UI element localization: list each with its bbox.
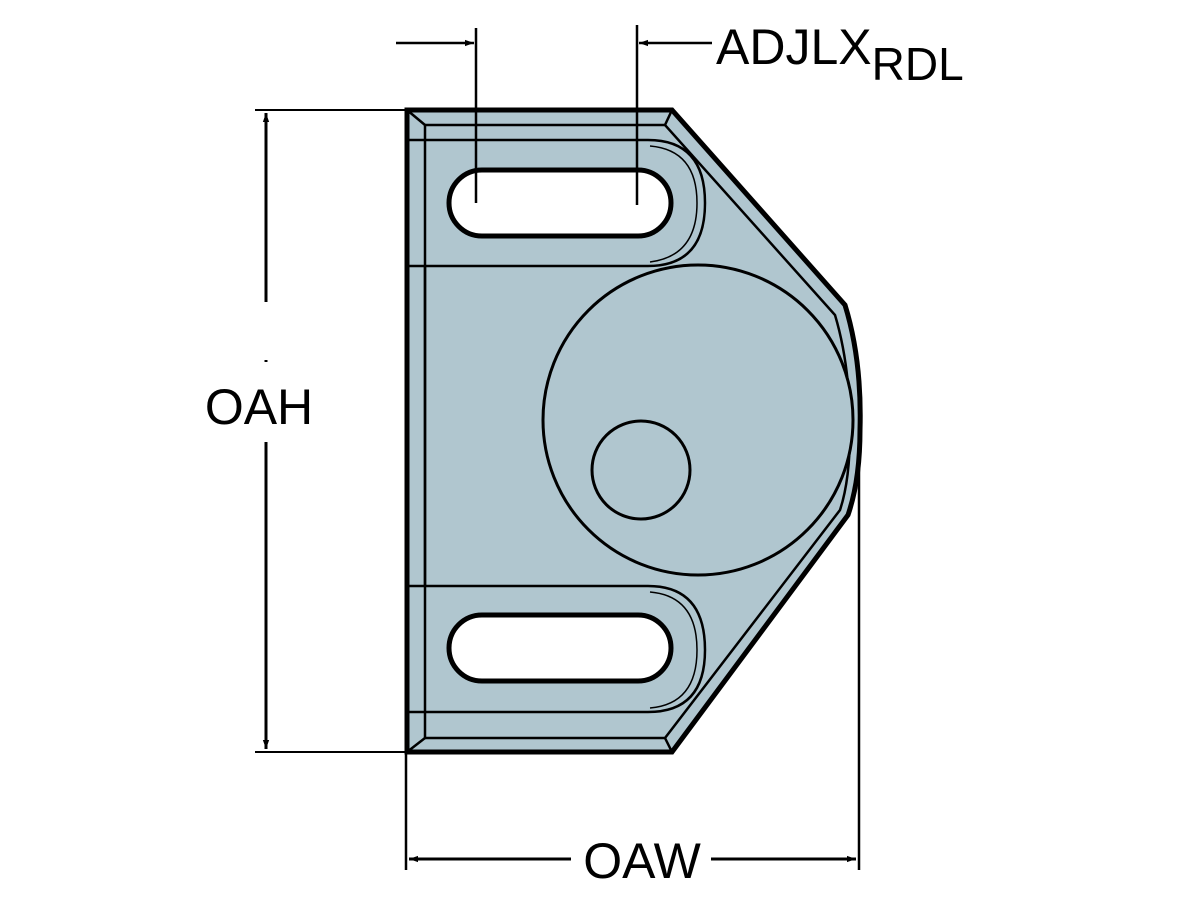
upper-slot <box>446 167 674 239</box>
dimension-oah: OAH <box>195 109 405 753</box>
adjlx-subscript: RDL <box>872 38 964 90</box>
adjlx-label: ADJLXRDL <box>716 19 964 90</box>
dimension-oaw: OAW <box>404 430 861 889</box>
upper-tab-outline <box>407 138 707 268</box>
oah-label: OAH <box>205 379 313 435</box>
lower-tab-outline <box>407 584 707 714</box>
lower-slot <box>446 612 674 684</box>
pin-hole-circle <box>590 419 692 521</box>
part-body <box>404 107 863 755</box>
large-boss-circle <box>541 263 855 577</box>
dimension-adjlx: ADJLXRDL <box>396 19 964 205</box>
oaw-label: OAW <box>583 833 701 889</box>
